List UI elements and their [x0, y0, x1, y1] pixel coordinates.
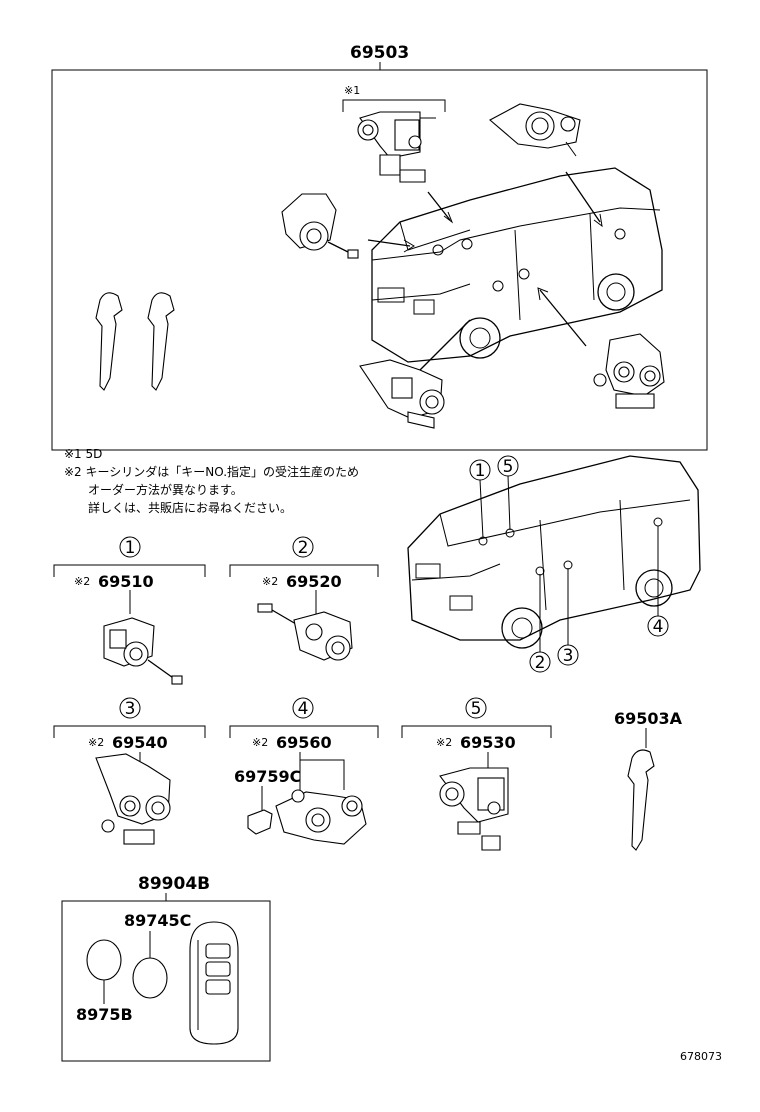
- part-number-89745C[interactable]: 89745C: [124, 911, 191, 930]
- component-1-lock-cylinder[interactable]: [103, 617, 183, 685]
- component-2-lock-cylinder[interactable]: [257, 603, 353, 661]
- component-5-mark: ※2: [436, 736, 452, 749]
- svg-text:1: 1: [125, 538, 136, 558]
- locator-callout-1: 1: [469, 459, 491, 481]
- battery[interactable]: [86, 939, 122, 981]
- component-3-lock-cylinder[interactable]: [95, 753, 171, 845]
- svg-text:3: 3: [125, 699, 136, 719]
- svg-text:4: 4: [298, 699, 309, 719]
- part-number-8975B[interactable]: 8975B: [76, 1005, 133, 1024]
- front-door-lock-left[interactable]: [281, 193, 359, 259]
- component-3-mark: ※2: [88, 736, 104, 749]
- part-number-69540[interactable]: 69540: [112, 733, 168, 752]
- part-number-69759C[interactable]: 69759C: [234, 767, 301, 786]
- component-5-callout: 5: [465, 697, 487, 719]
- locator-callout-2: 2: [529, 651, 551, 673]
- component-1-mark: ※2: [74, 575, 90, 588]
- component-2-callout: 2: [292, 536, 314, 558]
- battery-cover[interactable]: [132, 957, 168, 999]
- svg-text:1: 1: [475, 461, 486, 481]
- master-key-2[interactable]: [147, 292, 175, 391]
- svg-text:5: 5: [503, 457, 514, 477]
- note-2-line-2: オーダー方法が異なります。: [88, 482, 243, 497]
- svg-text:5: 5: [471, 699, 482, 719]
- part-number-69503A[interactable]: 69503A: [614, 709, 683, 728]
- note-1: ※1 5D: [64, 447, 102, 461]
- locator-callout-5: 5: [497, 455, 519, 477]
- van-locator-illustration: [407, 455, 701, 652]
- svg-text:2: 2: [298, 538, 309, 558]
- part-number-69520[interactable]: 69520: [286, 572, 342, 591]
- component-4-callout: 4: [292, 697, 314, 719]
- van-illustration-top: [367, 167, 663, 371]
- locator-callout-3: 3: [557, 644, 579, 666]
- component-2-mark: ※2: [262, 575, 278, 588]
- slide-door-lock-assembly[interactable]: [489, 103, 581, 157]
- back-door-lock-assembly[interactable]: [357, 111, 436, 183]
- blank-key[interactable]: [627, 749, 655, 851]
- note-2-line-1: ※2 キーシリンダは「キーNO.指定」の受注生産のため: [64, 464, 359, 479]
- part-number-69510[interactable]: 69510: [98, 572, 154, 591]
- svg-text:4: 4: [653, 617, 664, 637]
- component-4-lock-cylinder[interactable]: [275, 789, 367, 845]
- svg-text:2: 2: [535, 653, 546, 673]
- assembly-part-number[interactable]: 69503: [350, 43, 409, 63]
- variant-note-mark: ※1: [344, 84, 360, 97]
- remote-frame: [61, 900, 271, 1062]
- illustration-id: 678073: [680, 1050, 722, 1063]
- component-3-callout: 3: [119, 697, 141, 719]
- component-4-mark: ※2: [252, 736, 268, 749]
- part-number-69530[interactable]: 69530: [460, 733, 516, 752]
- part-number-89904B[interactable]: 89904B: [138, 874, 210, 894]
- note-2-line-3: 詳しくは、共販店にお尋ねください。: [88, 500, 292, 515]
- master-key-1[interactable]: [95, 292, 123, 391]
- smart-key-fob[interactable]: [189, 921, 239, 1045]
- component-5-lock-cylinder[interactable]: [439, 767, 509, 851]
- locator-callout-4: 4: [647, 615, 669, 637]
- component-4-clip[interactable]: [247, 809, 273, 835]
- rear-door-lock-assembly[interactable]: [359, 359, 445, 429]
- part-number-69560[interactable]: 69560: [276, 733, 332, 752]
- slide-door-lock-right[interactable]: [593, 333, 665, 409]
- assembly-frame: [51, 69, 708, 451]
- component-1-callout: 1: [119, 536, 141, 558]
- svg-text:3: 3: [563, 646, 574, 666]
